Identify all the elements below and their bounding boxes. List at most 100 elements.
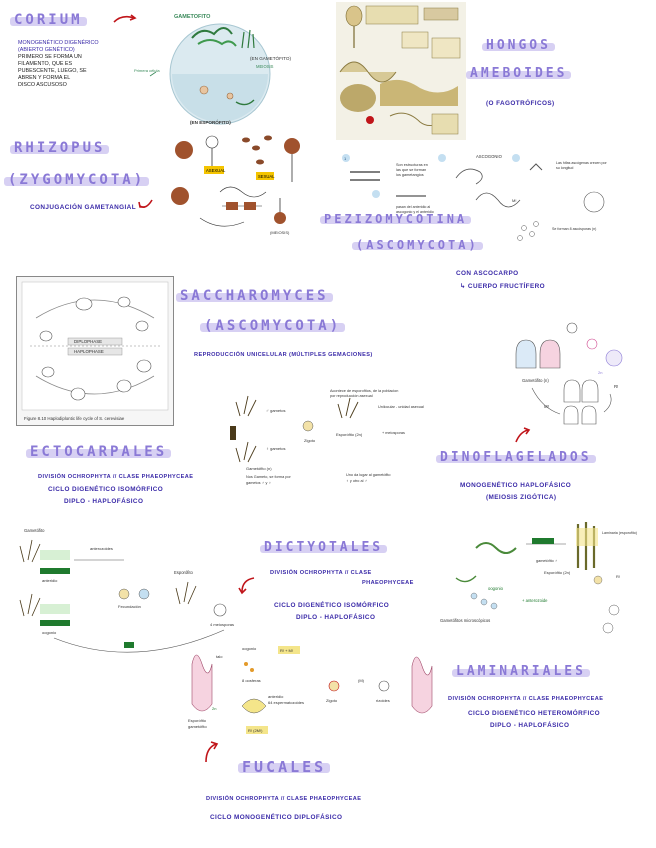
- fucales-subtitle-2: CICLO MONOGENÉTICO DIPLOFÁSICO: [210, 814, 343, 821]
- svg-text:MEIOSIS: MEIOSIS: [256, 64, 274, 69]
- dinoflagelados-life-cycle-diagram: 2n R! Gametófito (n) M!: [515, 322, 623, 425]
- svg-text:M!: M!: [512, 198, 516, 203]
- svg-text:Gametófito (n): Gametófito (n): [522, 378, 549, 383]
- dictyotales-subtitle-4: DIPLO - HAPLOFÁSICO: [296, 614, 376, 621]
- svg-text:gametófito ♂: gametófito ♂: [536, 559, 558, 563]
- fucales-title: FUCALES: [237, 758, 331, 776]
- dinoflagelados-subtitle-1: MONOGENÉTICO HAPLOFÁSICO: [460, 482, 572, 489]
- svg-text:8 oosferas: 8 oosferas: [242, 678, 261, 683]
- svg-text:Esporófito: Esporófito: [174, 570, 194, 575]
- svg-text:anterozoides: anterozoides: [90, 546, 113, 551]
- fucales-life-cycle-diagram: talo Esporófito gametófito 2n oogonio R!…: [188, 646, 433, 734]
- svg-text:Unilocular - unidad asexual: Unilocular - unidad asexual: [378, 405, 424, 409]
- zygomycota-title: (ZYGOMYCOTA): [3, 172, 150, 188]
- svg-text:por reproducción asexual: por reproducción asexual: [330, 394, 373, 398]
- svg-text:pasan del anteridio al: pasan del anteridio al: [396, 205, 430, 209]
- saccharomyces-title: SACCHAROMYCES: [176, 288, 333, 304]
- svg-text:Esporófito: Esporófito: [188, 718, 207, 723]
- svg-text:R! (2M!): R! (2M!): [248, 728, 263, 733]
- corium-title: CORIUM: [10, 12, 87, 28]
- svg-text:los gametangios: los gametangios: [396, 173, 424, 177]
- svg-text:4 meiosporas: 4 meiosporas: [210, 622, 234, 627]
- ameboid-fungi-illustration: [336, 2, 466, 140]
- svg-text:anteridio: anteridio: [268, 694, 284, 699]
- hongos-title: HONGOS: [482, 38, 555, 53]
- svg-text:R!: R!: [614, 384, 618, 389]
- laminariales-subtitle-2: CICLO DIGENÉTICO HETEROMÓRFICO: [468, 710, 601, 717]
- dictyotales-subtitle-3: CICLO DIGENÉTICO ISOMÓRFICO: [274, 602, 390, 609]
- dictyotales-subtitle-2: PHAEOPHYCEAE: [362, 580, 414, 586]
- svg-text:Nos Gameto, se forma por: Nos Gameto, se forma por: [246, 475, 291, 479]
- svg-text:oogonio: oogonio: [488, 586, 504, 591]
- ectocarpales-subtitle-2: CICLO DIGENÉTICO ISOMÓRFICO: [48, 486, 164, 493]
- ascocarpo-subtitle: CON ASCOCARPO: [456, 270, 519, 277]
- svg-text:♀ y otro al ♂: ♀ y otro al ♂: [346, 479, 367, 483]
- svg-text:Figure 8.10 Haplodiplontic l: Figure 8.10 Haplodiplontic life cycle of…: [24, 416, 125, 421]
- ameboides-title: AMEBOIDES: [465, 66, 572, 81]
- laminariales-subtitle-3: DIPLO - HAPLOFÁSICO: [490, 722, 570, 729]
- gametofito-label: GAMETOFITO: [174, 14, 211, 20]
- dictyotales-title: DICTYOTALES: [259, 540, 388, 555]
- svg-text:(EN ESPORÓFITO): (EN ESPORÓFITO): [190, 118, 231, 125]
- svg-text:Son estructuras en: Son estructuras en: [396, 163, 428, 167]
- laminariales-subtitle-1: DIVISIÓN OCHROPHYTA // CLASE PHAEOPHYCEA…: [448, 696, 604, 702]
- ectocarpales-life-cycle-diagram: ♂ gametos ♀ gametos Zigoto Esporófito (2…: [230, 389, 424, 485]
- svg-text:Esporófito (2n): Esporófito (2n): [544, 570, 571, 575]
- svg-text:R!: R!: [616, 574, 620, 579]
- svg-text:oogonio: oogonio: [242, 646, 257, 651]
- laminariales-life-cycle-diagram: Laminaria (esporofito) gametófito ♂ Espo…: [440, 522, 637, 634]
- svg-text:Gametófitos microscópicos: Gametófitos microscópicos: [440, 618, 490, 623]
- svg-text:Las hifas ascógenas crecen por: Las hifas ascógenas crecen por: [556, 161, 608, 165]
- pezizomycotina-life-cycle-diagram: 1 Son estructuras en las que se forman l…: [342, 154, 608, 241]
- dictyotales-life-cycle-diagram: Gametófito anteridio anterozoides oogoni…: [19, 528, 234, 653]
- laminariales-title: LAMINARIALES: [452, 664, 590, 679]
- svg-text:(MEIOSIS): (MEIOSIS): [270, 230, 290, 235]
- svg-text:Gametófito: Gametófito: [24, 528, 45, 533]
- svg-text:♂ gametos: ♂ gametos: [266, 408, 285, 413]
- svg-text:Zigoto: Zigoto: [326, 698, 338, 703]
- svg-text:Primera célula: Primera célula: [134, 68, 160, 73]
- svg-text:oogonio: oogonio: [42, 630, 57, 635]
- ectocarpales-subtitle-3: DIPLO - HAPLOFÁSICO: [64, 498, 144, 505]
- red-arrow-icon: [515, 427, 531, 443]
- svg-text:Laminaria (esporofito): Laminaria (esporofito): [602, 531, 637, 535]
- corium-cycle-diagram: GAMETOFITO (EN GAMETÓFITO) MEIOSIS Prime…: [134, 14, 291, 125]
- svg-text:Acontece de esporofitos, de la: Acontece de esporofitos, de la poblacion: [330, 389, 398, 393]
- red-arrow-icon: [138, 199, 153, 208]
- dinoflagelados-subtitle-2: (MEIOSIS ZIGÓTICA): [486, 494, 557, 501]
- cuerpo-fructifero-subtitle: ↳ CUERPO FRUCTÍFERO: [460, 283, 546, 290]
- rhizopus-life-cycle-diagram: ASEXUAL SEXUAL (MEIOSIS): [171, 135, 300, 235]
- fucales-subtitle-1: DIVISIÓN OCHROPHYTA // CLASE PHAEOPHYCEA…: [206, 796, 362, 802]
- svg-text:gametófito: gametófito: [188, 724, 207, 729]
- svg-text:(M): (M): [358, 678, 365, 683]
- ascomycota-title-2: (ASCOMYCOTA): [199, 318, 346, 334]
- svg-text:las que se forman: las que se forman: [396, 168, 426, 172]
- ectocarpales-title: ECTOCARPALES: [25, 444, 172, 460]
- dictyotales-subtitle-1: DIVISIÓN OCHROPHYTA // CLASE: [270, 570, 372, 576]
- ameboides-subtitle: (O FAGOTRÓFICOS): [486, 100, 555, 107]
- svg-text:SEXUAL: SEXUAL: [258, 174, 275, 179]
- red-arrow-icon: [238, 577, 255, 595]
- svg-text:anteridio: anteridio: [42, 578, 58, 583]
- svg-text:Zigoto: Zigoto: [304, 438, 316, 443]
- svg-text:ASEXUAL: ASEXUAL: [206, 168, 226, 173]
- svg-text:2n: 2n: [212, 706, 216, 711]
- svg-text:ascogonio y el anteridio: ascogonio y el anteridio: [396, 210, 434, 214]
- svg-text:(EN GAMETÓFITO): (EN GAMETÓFITO): [250, 55, 291, 61]
- svg-text:DIPLOPHASE: DIPLOPHASE: [74, 339, 102, 344]
- svg-text:1: 1: [344, 156, 347, 161]
- red-arrow-icon: [205, 741, 219, 763]
- svg-text:ASCOGONIO: ASCOGONIO: [476, 154, 503, 159]
- saccharomyces-subtitle: REPRODUCCIÓN UNICELULAR (MÚLTIPLES GEMAC…: [194, 352, 373, 358]
- svg-text:R! + M!: R! + M!: [280, 648, 293, 653]
- svg-text:♀ gametos: ♀ gametos: [266, 446, 285, 451]
- svg-text:64 espermatozoides: 64 espermatozoides: [268, 700, 304, 705]
- svg-text:talo: talo: [216, 654, 223, 659]
- svg-text:+ meiosporas: + meiosporas: [382, 431, 405, 435]
- pezizomycotina-title: PEZIZOMYCOTINA: [319, 212, 472, 226]
- ectocarpales-subtitle-1: DIVISIÓN OCHROPHYTA // CLASE PHAEOPHYCEA…: [38, 474, 194, 480]
- dinoflagelados-title: DINOFLAGELADOS: [436, 450, 596, 465]
- saccharomyces-figure: DIPLOPHASE HAPLOPHASE Figure 8.10 Haplod…: [16, 276, 174, 426]
- red-arrow-icon: [113, 14, 137, 23]
- ascomycota-title-1: (ASCOMYCOTA): [352, 238, 483, 252]
